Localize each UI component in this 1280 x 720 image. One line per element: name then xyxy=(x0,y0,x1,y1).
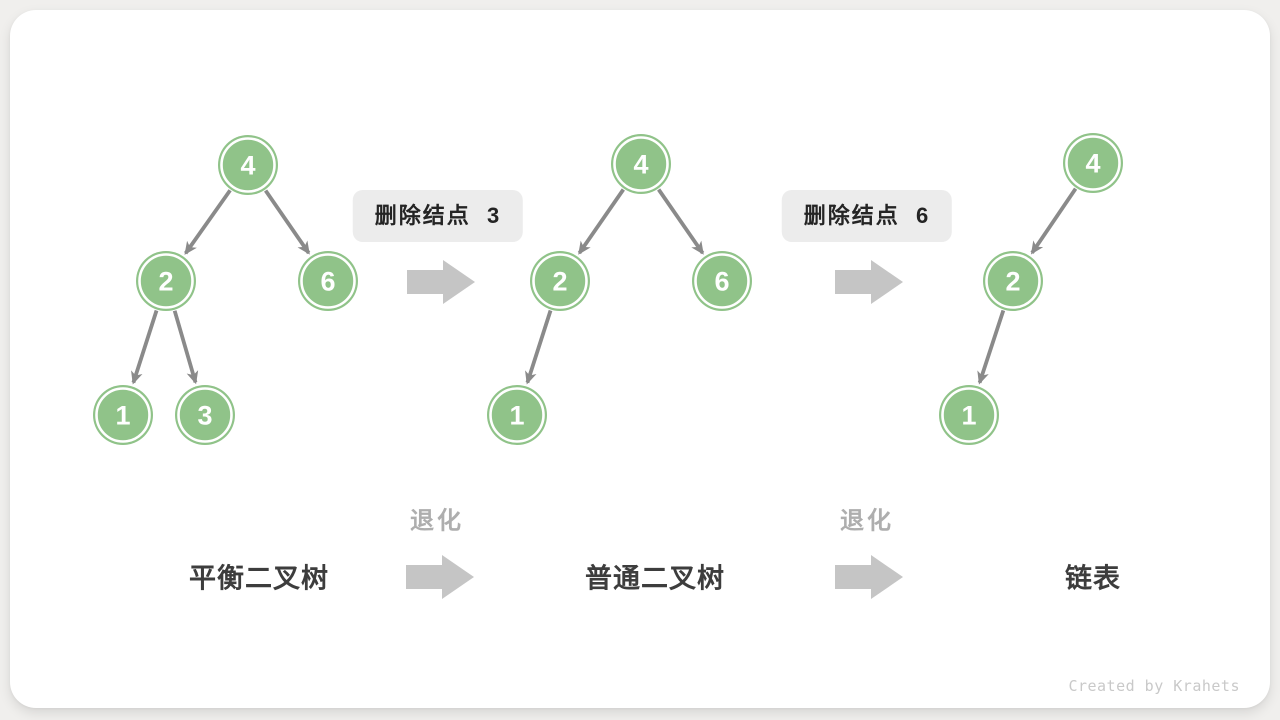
node-ring xyxy=(613,136,669,192)
node-ring xyxy=(1065,135,1121,191)
ordinary-binary-tree-node-4: 4 xyxy=(611,134,671,194)
node-value: 2 xyxy=(158,267,173,297)
node-circle xyxy=(611,134,671,194)
operation-label-delete-node-6: 删除结点 6 xyxy=(781,190,953,242)
watermark: Created by Krahets xyxy=(1068,677,1240,695)
node-ring xyxy=(177,387,233,443)
balanced-binary-tree-edge-4-2 xyxy=(184,189,232,255)
node-circle xyxy=(136,251,196,311)
tree-ordinary-binary-tree: 4 2 6 1 xyxy=(487,134,752,445)
node-ring xyxy=(694,253,750,309)
linked-list-edge-2-1 xyxy=(977,309,1006,385)
node-circle xyxy=(298,251,358,311)
tree-balanced-binary-tree: 4 2 6 1 3 xyxy=(93,135,358,445)
transition-arrow-2-icon xyxy=(835,260,903,304)
node-circle xyxy=(530,251,590,311)
node-circle xyxy=(983,251,1043,311)
balanced-binary-tree-edge-2-3 xyxy=(172,310,199,385)
transition-arrow-1-icon xyxy=(407,260,475,304)
node-value: 4 xyxy=(1085,149,1100,179)
node-value: 2 xyxy=(552,267,567,297)
node-ring xyxy=(532,253,588,309)
linked-list-node-1: 1 xyxy=(939,385,999,445)
node-value: 2 xyxy=(1005,267,1020,297)
ordinary-binary-tree-node-6: 6 xyxy=(692,251,752,311)
node-value: 3 xyxy=(197,401,212,431)
node-ring xyxy=(489,387,545,443)
ordinary-binary-tree-node-2: 2 xyxy=(530,251,590,311)
caption-ordinary-binary-tree: 普通二叉树 xyxy=(585,563,725,594)
balanced-binary-tree-edge-2-1 xyxy=(131,309,159,385)
balanced-binary-tree-node-6: 6 xyxy=(298,251,358,311)
node-circle xyxy=(218,135,278,195)
linked-list-edge-4-2 xyxy=(1030,187,1078,255)
balanced-binary-tree-node-1: 1 xyxy=(93,385,153,445)
node-circle xyxy=(93,385,153,445)
node-value: 4 xyxy=(633,150,648,180)
node-circle xyxy=(1063,133,1123,193)
ordinary-binary-tree-edge-4-2 xyxy=(577,188,625,255)
node-ring xyxy=(95,387,151,443)
node-ring xyxy=(985,253,1041,309)
degrade-arrow-2-icon xyxy=(835,555,903,599)
balanced-binary-tree-node-3: 3 xyxy=(175,385,235,445)
caption-linked-list: 链表 xyxy=(1065,563,1121,594)
linked-list-node-2: 2 xyxy=(983,251,1043,311)
node-value: 1 xyxy=(115,401,130,431)
node-ring xyxy=(220,137,276,193)
node-value: 4 xyxy=(240,151,255,181)
degrade-label-1: 退化 xyxy=(410,507,464,535)
ordinary-binary-tree-edge-4-6 xyxy=(657,188,705,255)
linked-list-node-4: 4 xyxy=(1063,133,1123,193)
tree-linked-list: 4 2 1 xyxy=(939,133,1123,445)
node-ring xyxy=(300,253,356,309)
operation-label-delete-node-3: 删除结点 3 xyxy=(352,190,524,242)
node-circle xyxy=(939,385,999,445)
diagram-card xyxy=(10,10,1270,708)
ordinary-binary-tree-node-1: 1 xyxy=(487,385,547,445)
node-ring xyxy=(138,253,194,309)
node-ring xyxy=(941,387,997,443)
balanced-binary-tree-node-2: 2 xyxy=(136,251,196,311)
node-circle xyxy=(175,385,235,445)
balanced-binary-tree-node-4: 4 xyxy=(218,135,278,195)
node-value: 1 xyxy=(961,401,976,431)
node-value: 6 xyxy=(320,267,335,297)
node-circle xyxy=(487,385,547,445)
degrade-label-2: 退化 xyxy=(840,507,894,535)
balanced-binary-tree-edge-4-6 xyxy=(264,189,311,255)
node-value: 1 xyxy=(509,401,524,431)
degrade-arrow-1-icon xyxy=(406,555,474,599)
node-circle xyxy=(692,251,752,311)
node-value: 6 xyxy=(714,267,729,297)
ordinary-binary-tree-edge-2-1 xyxy=(525,309,553,385)
caption-balanced-binary-tree: 平衡二叉树 xyxy=(189,563,329,594)
